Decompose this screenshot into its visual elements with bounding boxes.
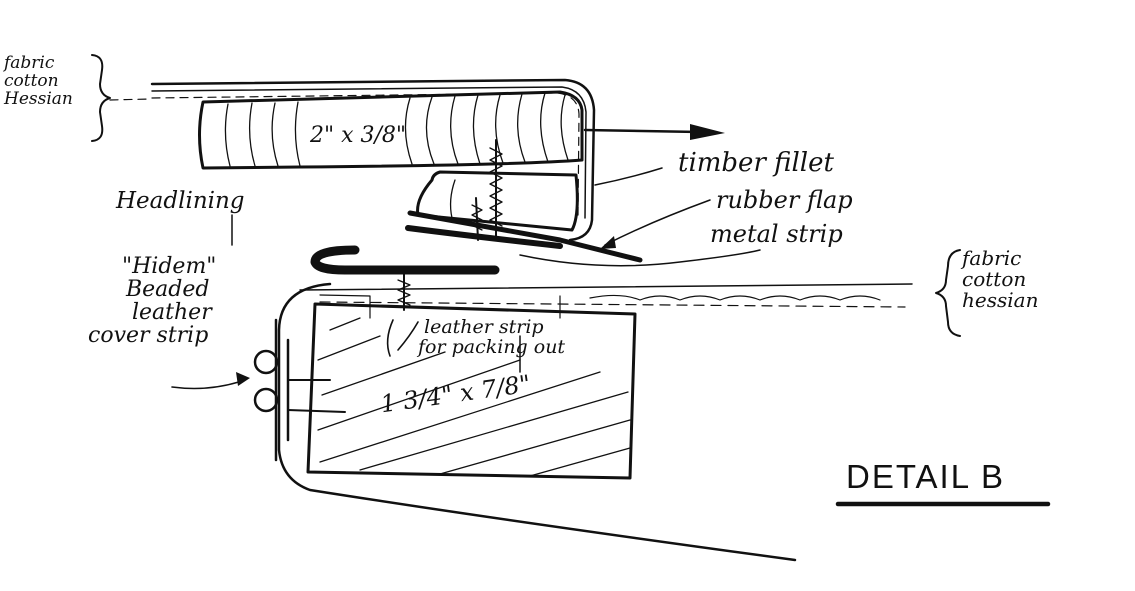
leather-strip-line1: leather strip <box>424 316 544 338</box>
lower-layer-hessian: hessian <box>962 288 1039 312</box>
upper-layer-cotton: cotton <box>4 70 59 91</box>
screws <box>397 139 503 311</box>
upper-covering-layers <box>109 78 596 242</box>
upper-layers-label: fabric cotton Hessian <box>4 53 73 109</box>
leather-word: leather <box>132 300 212 326</box>
braces <box>91 54 961 337</box>
lower-layers-label: fabric cotton hessian <box>962 248 1038 311</box>
leather-strip-label: leather strip for packing out <box>418 316 566 358</box>
upper-layer-hessian: Hessian <box>4 88 73 109</box>
detail-title: DETAIL B <box>846 458 1006 495</box>
hidem-beaded-strip <box>253 318 346 462</box>
headlining-label: Headlining <box>116 188 245 214</box>
lower-layer-fabric: fabric <box>962 246 1022 270</box>
metal-strip-label: metal strip <box>710 220 843 248</box>
timber-fillet <box>416 170 579 232</box>
lower-covering-layers <box>277 282 913 562</box>
leader-lines <box>171 167 711 390</box>
cover-strip-word: cover strip <box>88 323 209 349</box>
top-timber-block <box>198 90 584 170</box>
rubber-flap-and-metal-strip <box>405 210 761 267</box>
hidem-strip-label: "Hidem" Beaded leather cover strip <box>88 254 217 347</box>
beaded-word: Beaded <box>126 277 210 303</box>
rubber-flap-label: rubber flap <box>716 186 853 214</box>
lower-layer-cotton: cotton <box>962 267 1027 291</box>
leather-strip-line2: for packing out <box>418 335 566 358</box>
direction-arrow <box>583 124 725 140</box>
upper-layer-fabric: fabric <box>4 53 55 73</box>
top-timber-size-label: 2" x 3/8" <box>310 123 407 148</box>
leather-packing-strip <box>386 319 419 357</box>
hidem-word: "Hidem" <box>122 254 217 279</box>
headlining-clip <box>310 245 500 275</box>
lower-timber-block <box>306 302 637 480</box>
timber-fillet-label: timber fillet <box>678 148 834 178</box>
